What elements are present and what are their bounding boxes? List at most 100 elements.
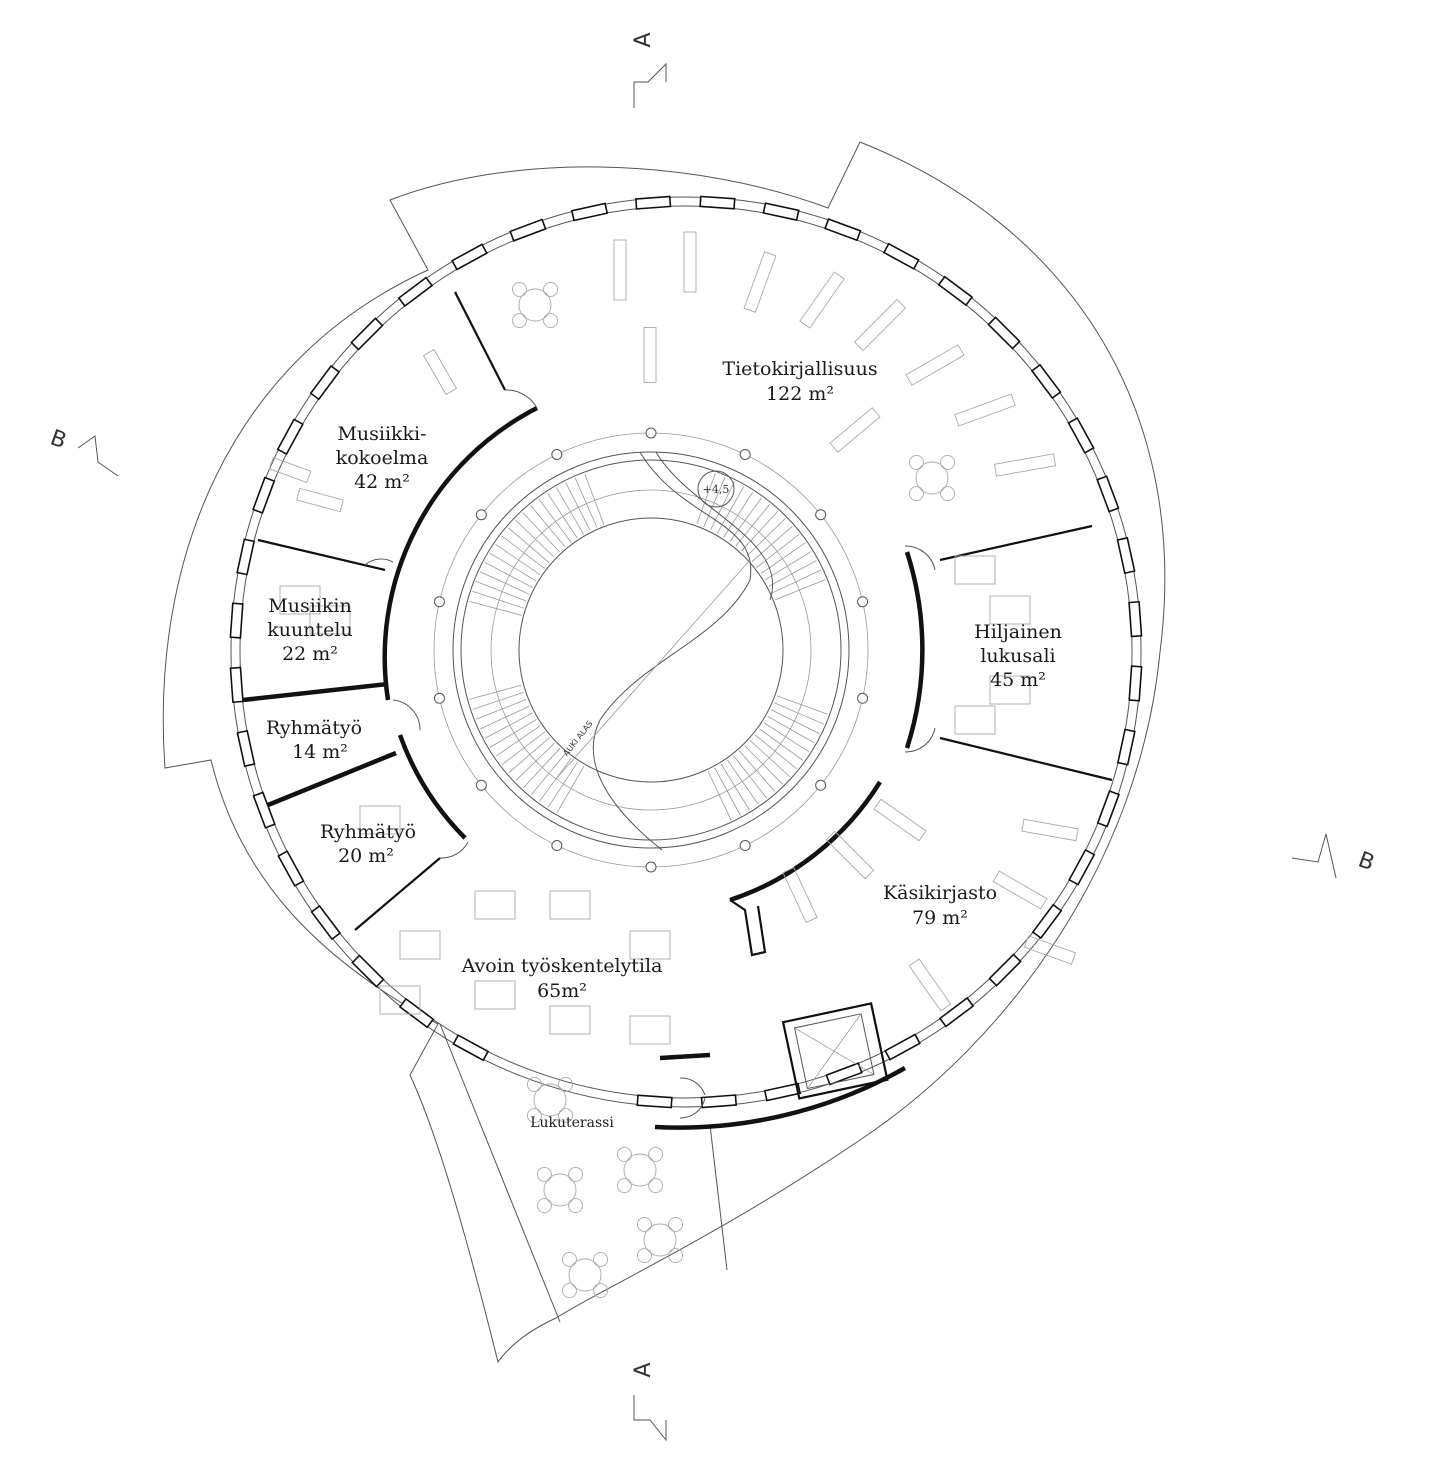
window-frame — [1067, 417, 1095, 454]
door-swing — [679, 1077, 706, 1119]
chair — [561, 1283, 577, 1299]
stair-tread — [472, 691, 524, 710]
window-frame — [229, 602, 244, 639]
building-inner-ring — [239, 205, 1133, 1099]
stair-tread — [767, 715, 815, 744]
stair-tread — [720, 763, 750, 811]
stair-tread — [754, 734, 797, 770]
stair-tread — [714, 767, 741, 816]
door-swing — [364, 558, 394, 566]
window-frame — [636, 1094, 673, 1109]
bookshelf — [643, 327, 657, 383]
work-table — [549, 1005, 591, 1035]
partition-wall — [454, 291, 506, 391]
chair — [543, 281, 559, 297]
level-marker: +4,5 — [703, 483, 730, 496]
stair-tread — [775, 579, 826, 601]
section-mark-b-left: B — [47, 426, 119, 477]
room-hiljainen-lukusali: Hiljainen lukusali 45 m² — [974, 621, 1062, 691]
partition-wall — [267, 750, 397, 808]
stair-tread — [472, 590, 524, 609]
bookshelf — [825, 830, 875, 880]
work-table — [954, 555, 996, 585]
terrace-edge-line — [439, 1023, 561, 1323]
stair-tread — [484, 561, 533, 588]
svg-text:A: A — [631, 32, 656, 47]
stair-tread — [501, 535, 545, 569]
window-frame — [236, 729, 256, 768]
stair-tread — [759, 728, 804, 761]
entrance-wall-stub — [659, 1052, 711, 1061]
chair — [908, 454, 924, 470]
room-name: Ryhmätyö — [266, 717, 362, 739]
stair-tread — [696, 473, 716, 525]
room-kasikirjasto: Käsikirjasto 79 m² — [883, 882, 997, 929]
stair-tread — [716, 486, 745, 534]
bookshelf — [853, 298, 907, 352]
work-table — [549, 890, 591, 920]
column — [739, 448, 751, 460]
door-swing — [392, 699, 421, 731]
reading-room-curved-wall — [904, 551, 925, 749]
stair-tread — [751, 525, 793, 563]
partition-wall — [729, 899, 767, 957]
elevator — [781, 1002, 889, 1100]
partition-wall — [939, 736, 1113, 782]
room-area: 14 m² — [292, 741, 348, 763]
window-frame — [824, 218, 862, 242]
room-area: 122 m² — [766, 383, 834, 405]
stair-tread — [495, 725, 541, 757]
window-frame — [987, 316, 1021, 350]
window-frame — [252, 791, 276, 829]
chair — [558, 1076, 574, 1092]
room-tietokirjallisuus: Tietokirjallisuus 122 m² — [722, 358, 877, 405]
stair-tread — [746, 518, 786, 557]
window-frame — [351, 954, 385, 988]
bookshelf — [992, 870, 1048, 910]
window-frame — [252, 476, 276, 514]
room-name: Musiikin — [268, 595, 351, 617]
room-name: lukusali — [980, 645, 1055, 667]
room-lukuterassi: Lukuterassi — [530, 1115, 614, 1131]
round-table — [568, 1258, 602, 1292]
stair-tread — [764, 551, 812, 581]
window-frame — [451, 243, 488, 271]
round-table — [543, 1173, 577, 1207]
stair-tread — [480, 705, 530, 730]
window-frame — [938, 996, 975, 1028]
bookshelf — [1021, 818, 1079, 842]
window-frame — [309, 364, 341, 401]
window-frame — [509, 218, 547, 242]
stair-tread — [547, 492, 578, 539]
stair-tread — [749, 740, 791, 778]
bookshelf — [613, 239, 627, 301]
window-frame — [236, 538, 256, 576]
room-name: Käsikirjasto — [883, 882, 997, 904]
window-frame — [937, 275, 974, 307]
work-table — [474, 980, 516, 1010]
stair-tread — [744, 745, 783, 785]
stair-tread — [530, 752, 566, 796]
spiral-stairs — [469, 473, 828, 821]
chair — [593, 1251, 609, 1267]
window-frame — [1030, 363, 1062, 400]
window-frame — [762, 202, 800, 222]
partition-wall — [257, 538, 386, 572]
stair-tread — [556, 487, 584, 535]
chair — [543, 313, 559, 329]
room-name: kuuntelu — [267, 619, 352, 641]
round-table — [623, 1153, 657, 1187]
chair — [558, 1108, 574, 1124]
chair — [616, 1178, 632, 1194]
chair — [636, 1248, 652, 1264]
work-table — [474, 890, 516, 920]
stair-tread — [756, 533, 800, 568]
room-area: 42 m² — [354, 471, 410, 493]
terrace-edge-line — [709, 1124, 728, 1271]
room-area: 65m² — [537, 980, 587, 1002]
facade-windows — [229, 195, 1143, 1109]
atrium-curve-wall — [655, 451, 773, 601]
stair-tread — [763, 722, 810, 753]
chair — [648, 1178, 664, 1194]
chair — [636, 1216, 652, 1232]
